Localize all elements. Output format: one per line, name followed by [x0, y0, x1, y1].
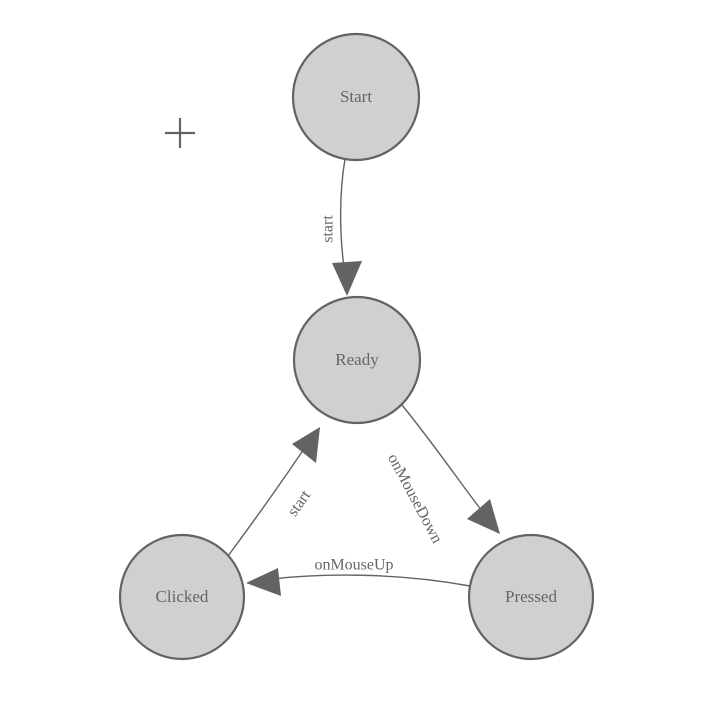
- edge-ready-pressed-arrowhead: [467, 499, 500, 534]
- edge-pressed-clicked-arrowhead: [246, 568, 281, 596]
- crosshair-icon: [165, 118, 195, 148]
- node-ready-circle[interactable]: [292, 295, 422, 425]
- node-clicked[interactable]: Clicked: [118, 533, 246, 661]
- node-ready-label: Ready: [335, 350, 379, 369]
- edge-pressed-clicked-label: onMouseUp: [314, 557, 393, 574]
- edge-start-ready-arrowhead: [332, 261, 362, 296]
- edge-clicked-ready[interactable]: start: [227, 427, 320, 557]
- node-clicked-label: Clicked: [156, 587, 209, 606]
- edge-pressed-clicked-path: [256, 574, 471, 587]
- node-pressed-circle[interactable]: [467, 533, 595, 661]
- node-pressed[interactable]: Pressed: [467, 533, 595, 661]
- node-start[interactable]: Start: [291, 32, 421, 162]
- node-ready[interactable]: Ready: [292, 295, 422, 425]
- node-start-label: Start: [340, 87, 372, 106]
- edge-start-ready[interactable]: start: [320, 158, 362, 296]
- edge-clicked-ready-arrowhead: [292, 427, 320, 463]
- node-clicked-circle[interactable]: [118, 533, 246, 661]
- edge-start-ready-label: start: [320, 215, 337, 243]
- edge-pressed-clicked[interactable]: onMouseUp: [246, 557, 471, 596]
- edge-ready-pressed[interactable]: onMouseDown: [384, 404, 500, 546]
- edge-ready-pressed-label: onMouseDown: [384, 451, 445, 546]
- node-pressed-label: Pressed: [505, 587, 557, 606]
- edge-clicked-ready-label: start: [284, 487, 314, 520]
- node-start-circle[interactable]: [291, 32, 421, 162]
